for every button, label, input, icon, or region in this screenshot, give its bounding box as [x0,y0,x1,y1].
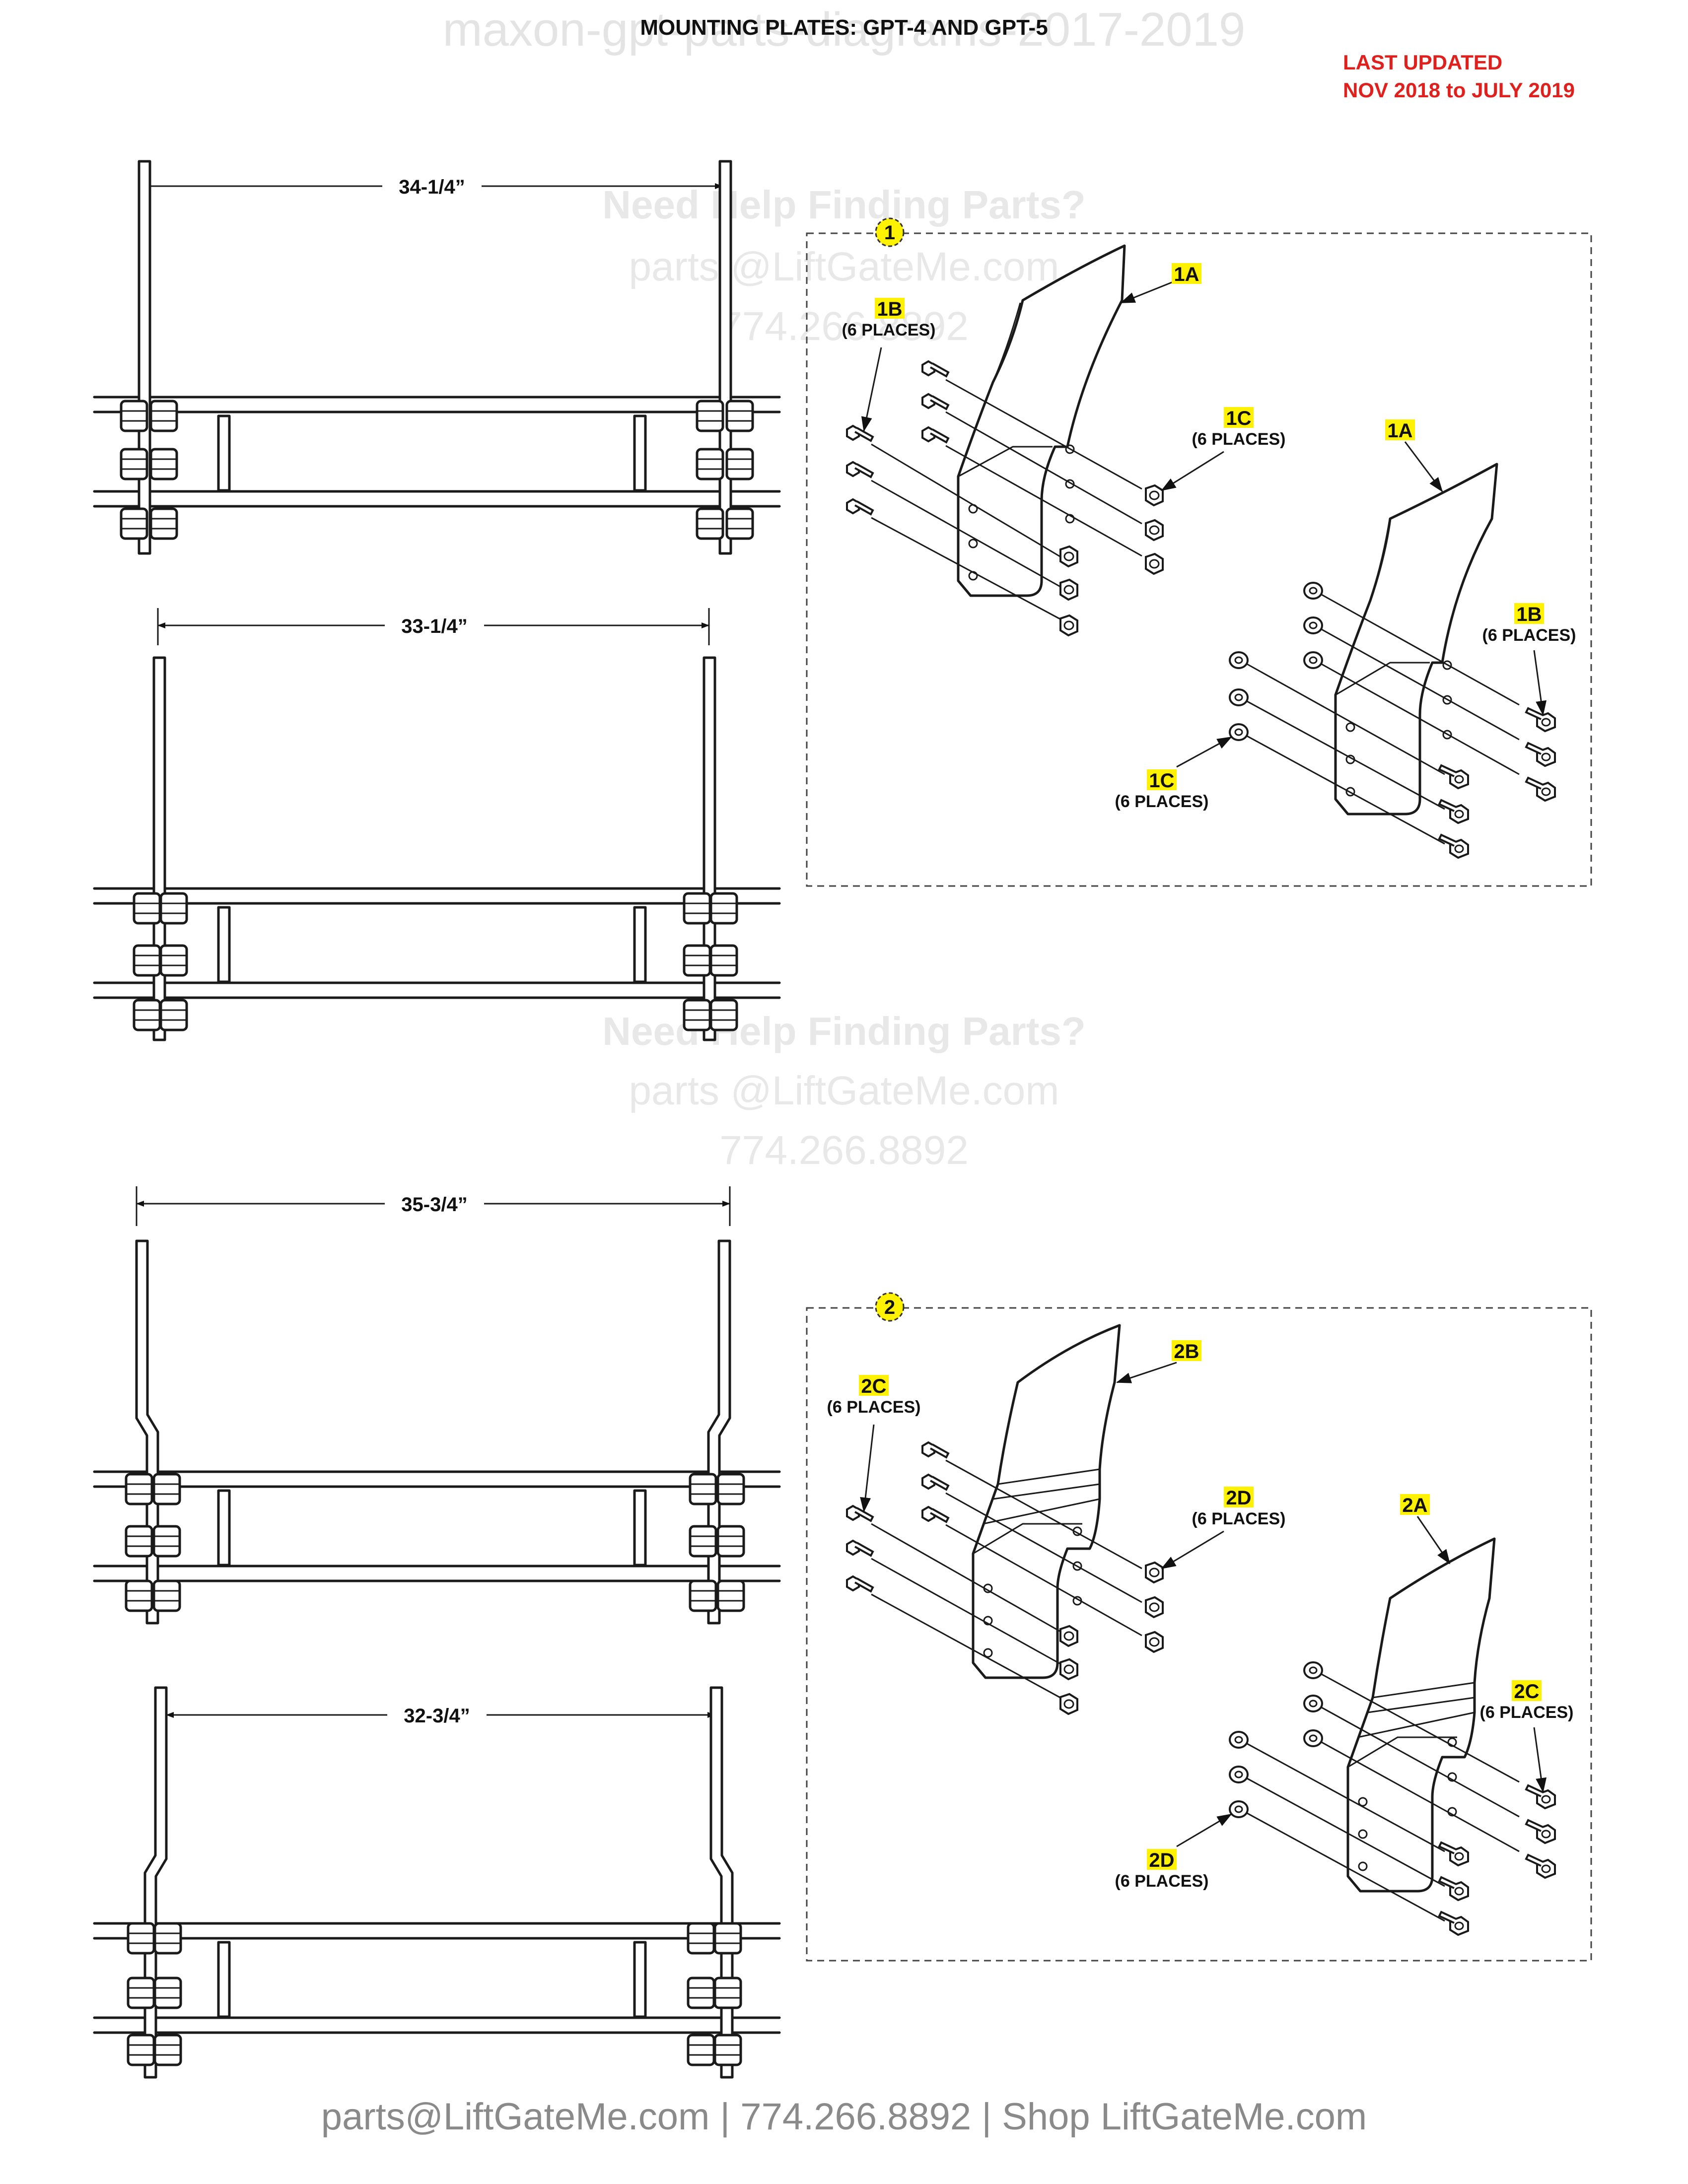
callout-1B-qty: (6 PLACES) [842,321,936,340]
help-watermark-top: Need Help Finding Parts? parts @LiftGate… [602,183,1085,349]
callout-2C: 2C [1514,1681,1539,1703]
watermark-heading: Need Help Finding Parts? [602,1009,1085,1053]
callout-1C-qty: (6 PLACES) [1192,430,1286,449]
callout-2C: 2C [861,1375,886,1397]
last-updated-label: LAST UPDATED [1343,51,1502,74]
frame-view-34-1-4: 34-1/4” [93,160,781,555]
callout-2D: 2D [1226,1487,1251,1509]
frame-view-33-1-4: 33-1/4” [93,608,781,1041]
watermark-email: parts @LiftGateMe.com [629,1068,1059,1113]
callout-1C: 1C [1149,770,1174,792]
callout-2D-qty: (6 PLACES) [1115,1872,1209,1891]
help-watermark-middle: Need Help Finding Parts? parts @LiftGate… [602,1009,1085,1173]
callout-2C-qty: (6 PLACES) [827,1398,921,1417]
frame-view-32-3-4: 32-3/4” [93,1686,781,2079]
watermark-phone: 774.266.8892 [719,304,969,349]
group-number: 1 [884,222,895,244]
detail-group-2: 2 2B 2C (6 PLACES) 2D (6 PLACES) [806,1292,1592,1962]
dimension-label: 32-3/4” [404,1705,470,1727]
callout-1A: 1A [1174,264,1199,285]
callout-2A: 2A [1402,1495,1427,1516]
last-updated-range: NOV 2018 to JULY 2019 [1343,78,1575,102]
dimension-label: 35-3/4” [401,1194,467,1216]
callout-1B-qty: (6 PLACES) [1482,626,1576,645]
callout-1A: 1A [1387,420,1412,442]
callout-1B: 1B [1516,604,1542,625]
callout-1C: 1C [1226,408,1251,429]
group-number: 2 [884,1297,895,1318]
callout-2D: 2D [1149,1849,1174,1871]
callout-2B: 2B [1174,1341,1199,1363]
watermark-heading: Need Help Finding Parts? [602,183,1085,227]
footer-contact: parts@LiftGateMe.com | 774.266.8892 | Sh… [321,2096,1367,2138]
callout-1C-qty: (6 PLACES) [1115,792,1209,811]
page-title: MOUNTING PLATES: GPT-4 AND GPT-5 [640,15,1048,40]
callout-1B: 1B [877,298,902,320]
watermark-email: parts @LiftGateMe.com [629,244,1059,289]
header-watermark-title: maxon-gpt-parts-diagrams-2017-2019 [443,3,1246,56]
callout-2C-qty: (6 PLACES) [1480,1703,1574,1722]
frame-view-35-3-4: 35-3/4” [93,1186,781,1625]
dimension-label: 33-1/4” [401,615,467,637]
dimension-label: 34-1/4” [399,176,465,198]
watermark-phone: 774.266.8892 [719,1128,969,1173]
callout-2D-qty: (6 PLACES) [1192,1509,1286,1528]
detail-group-1: 1 1A 1B (6 PLACES) 1C (6 PLACES) [806,217,1592,887]
